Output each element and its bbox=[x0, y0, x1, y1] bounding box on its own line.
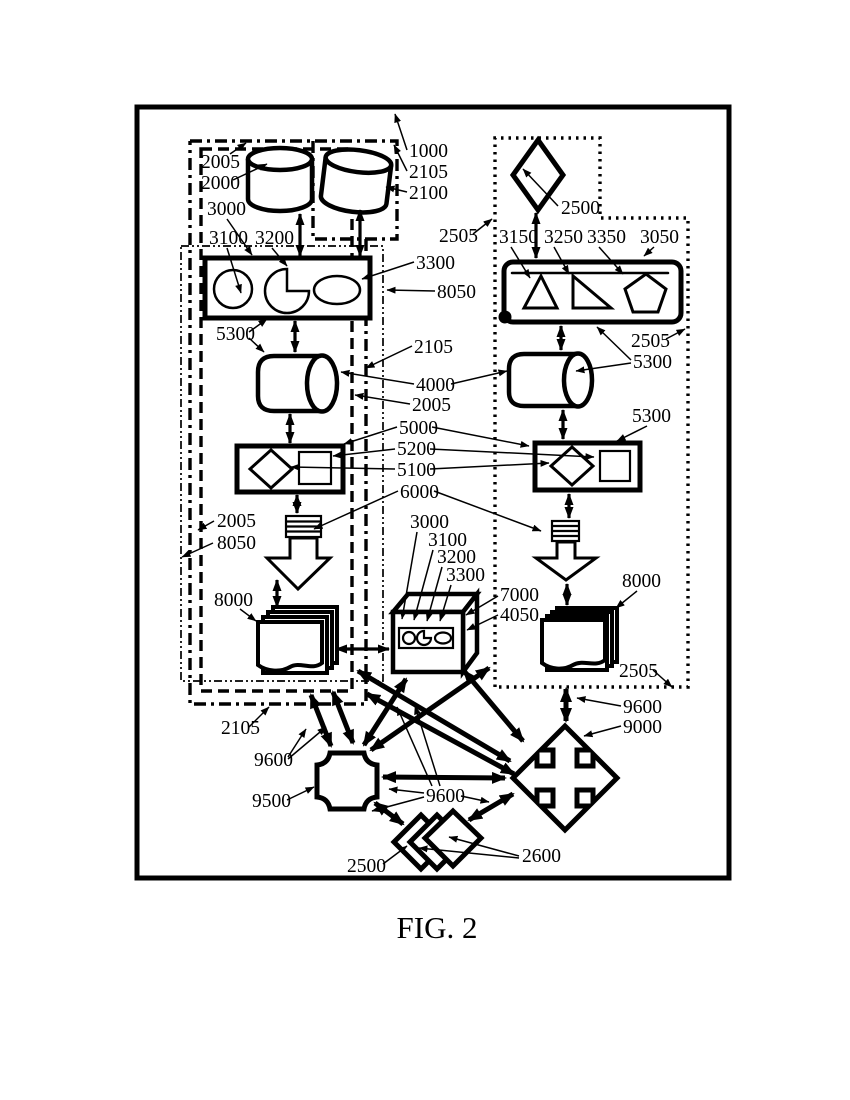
boundary-2105-dashdot bbox=[188, 139, 399, 706]
ref-label: 3100 bbox=[428, 530, 467, 551]
reference-numerals: 2005 2000 3000 3100 3200 5300 2005 8050 … bbox=[201, 141, 679, 877]
outer-system-border bbox=[134, 104, 732, 881]
ref-label: 3300 bbox=[446, 565, 485, 586]
ref-label: 2505 bbox=[439, 226, 478, 247]
ref-label: 3350 bbox=[587, 227, 626, 248]
ref-label: 3150 bbox=[499, 227, 538, 248]
mini-pacman-3200 bbox=[415, 629, 433, 647]
diamonds-stack-2500-bottom bbox=[390, 807, 485, 873]
ref-label: 9000 bbox=[623, 717, 662, 738]
ref-label: 9500 bbox=[252, 791, 291, 812]
pentagon-object-3350 bbox=[623, 272, 668, 314]
documents-stack-8000-left bbox=[256, 605, 339, 675]
boundary-8050-dotted bbox=[180, 245, 384, 682]
data-store-cylinder-4000-right bbox=[506, 351, 595, 409]
ref-label: 2105 bbox=[409, 162, 448, 183]
network-connectors-9600 bbox=[308, 665, 572, 826]
marker-box-5000-right bbox=[532, 440, 643, 493]
ref-label: 3100 bbox=[209, 228, 248, 249]
figure-caption: FIG. 2 bbox=[397, 910, 478, 945]
ref-label: 5000 bbox=[399, 418, 438, 439]
pacman-object-3200 bbox=[263, 267, 311, 315]
ref-label: 3200 bbox=[437, 547, 476, 568]
ref-label: 1000 bbox=[409, 141, 448, 162]
ref-label: 5300 bbox=[216, 324, 255, 345]
mini-ellipse-3300 bbox=[433, 631, 453, 645]
octagon-router-9500 bbox=[314, 750, 380, 812]
ref-label: 3000 bbox=[410, 512, 449, 533]
circle-object-3100 bbox=[212, 268, 254, 310]
ref-label: 9600 bbox=[254, 750, 293, 771]
ref-label: 3200 bbox=[255, 228, 294, 249]
processor-box-7000 bbox=[388, 587, 482, 679]
ref-label: 4000 bbox=[416, 375, 455, 396]
ref-label: 5300 bbox=[632, 406, 671, 427]
documents-stack-8000-right bbox=[540, 606, 619, 672]
ref-label: 2005 bbox=[201, 152, 240, 173]
ref-label: 3050 bbox=[640, 227, 679, 248]
ref-label: 3300 bbox=[416, 253, 455, 274]
content-objects-box-3050 bbox=[498, 259, 684, 325]
ref-label: 3000 bbox=[207, 199, 246, 220]
ref-label: 6000 bbox=[400, 482, 439, 503]
ref-label: 5300 bbox=[633, 352, 672, 373]
hatch-funnel-6000-left bbox=[263, 514, 334, 592]
diamond-2500-top bbox=[509, 135, 567, 215]
mini-circle-3100 bbox=[401, 630, 417, 646]
triangle-object-3150 bbox=[521, 272, 560, 310]
ref-label: 9600 bbox=[426, 786, 465, 807]
ref-label: 2005 bbox=[412, 395, 451, 416]
ref-label: 5200 bbox=[397, 439, 436, 460]
database-cylinder-2000 bbox=[245, 145, 315, 214]
ref-label: 8050 bbox=[217, 533, 256, 554]
ref-label: 2105 bbox=[221, 718, 260, 739]
ref-label: 2000 bbox=[201, 173, 240, 194]
ref-label: 8000 bbox=[622, 571, 661, 592]
right-triangle-object-3250 bbox=[571, 272, 616, 310]
ref-label: 7000 bbox=[500, 585, 539, 606]
flow-arrows bbox=[272, 209, 574, 654]
ref-label: 5100 bbox=[397, 460, 436, 481]
ref-label: 8000 bbox=[214, 590, 253, 611]
corner-dot bbox=[498, 310, 512, 324]
ref-label: 2600 bbox=[522, 846, 561, 867]
ref-label: 2500 bbox=[561, 198, 600, 219]
data-store-cylinder-4000-left bbox=[255, 353, 340, 414]
boundary-2005-dashed bbox=[199, 147, 354, 693]
ref-label: 2100 bbox=[409, 183, 448, 204]
ref-label: 8050 bbox=[437, 282, 476, 303]
ref-label: 2505 bbox=[619, 661, 658, 682]
marker-box-5000-left bbox=[234, 443, 346, 495]
diamond-element-5100-left bbox=[247, 447, 295, 491]
square-element-5200-right bbox=[598, 449, 632, 483]
ref-label: 4050 bbox=[500, 605, 539, 626]
content-objects-box-3000 bbox=[202, 255, 373, 321]
database-cylinder-2100 bbox=[318, 147, 394, 215]
ref-label: 2005 bbox=[217, 511, 256, 532]
ellipse-object-3300 bbox=[312, 274, 362, 306]
ref-label: 3250 bbox=[544, 227, 583, 248]
ref-label: 9600 bbox=[623, 697, 662, 718]
ref-label: 2105 bbox=[414, 337, 453, 358]
ref-label: 2500 bbox=[347, 856, 386, 877]
boundary-2505-dotted bbox=[493, 136, 690, 689]
four-way-arrow-9000 bbox=[509, 722, 621, 834]
hatch-funnel-6000-right bbox=[531, 519, 601, 582]
ref-label: 2505 bbox=[631, 331, 670, 352]
label-leader-arrows bbox=[181, 113, 686, 865]
